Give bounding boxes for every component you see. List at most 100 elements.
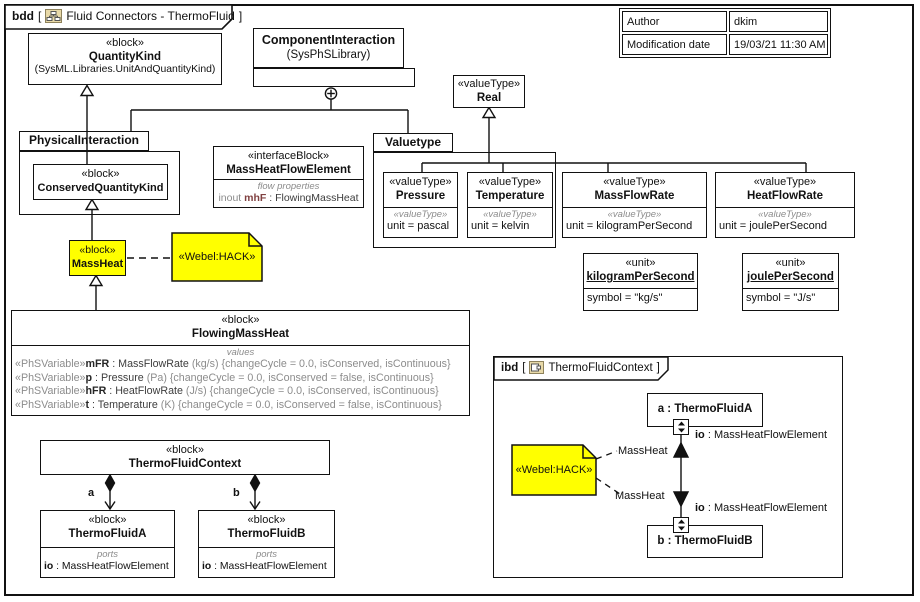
port-label-a: io : MassHeatFlowElement — [695, 429, 827, 441]
generalization-valuetypes-real[interactable] — [421, 106, 807, 173]
composition-context-a[interactable] — [104, 473, 116, 511]
block-quantitykind[interactable]: «block» QuantityKind (SysML.Libraries.Un… — [28, 33, 222, 85]
note-anchor-flow-top[interactable] — [595, 450, 618, 460]
port-type: : MassHeatFlowElement — [704, 429, 828, 441]
var-name: p — [85, 371, 93, 384]
flow-type: : FlowingMassHeat — [266, 192, 359, 204]
moddate-label-cell[interactable]: Modification date — [622, 34, 727, 55]
flow-name: mhF — [244, 192, 267, 204]
block-name: HeatFlowRate — [746, 190, 824, 202]
block-thermofluidcontext[interactable]: «block» ThermoFluidContext — [40, 440, 330, 475]
block-name: Pressure — [395, 190, 446, 202]
block-name: ConservedQuantityKind — [37, 182, 164, 194]
stereotype: «unit» — [625, 257, 656, 269]
package-componentinteraction-title[interactable]: ComponentInteraction (SysPhSLibrary) — [253, 28, 404, 68]
note-anchor-flow-bottom[interactable] — [595, 477, 621, 495]
block-thermofluidb[interactable]: «block» ThermoFluidB ports io : MassHeat… — [198, 510, 335, 578]
port-name: io — [695, 502, 705, 514]
generalization-flowingmassheat-massheat[interactable] — [88, 274, 104, 311]
compartment-label: ports — [255, 549, 278, 560]
phs-variable: «PhSVariable»hFR : HeatFlowRate (J/s) {c… — [15, 385, 466, 399]
var-type: : MassFlowRate — [109, 358, 192, 370]
block-name: ThermoFluidContext — [128, 458, 242, 470]
inout-arrows-icon — [677, 421, 685, 433]
block-conservedquantitykind[interactable]: «block» ConservedQuantityKind — [33, 164, 168, 200]
generalization-massheat-conservedquantitykind[interactable] — [84, 198, 100, 241]
valuetype-pressure[interactable]: «valueType» Pressure «valueType» unit = … — [383, 172, 458, 238]
part-a-thermofluida[interactable]: a : ThermoFluidA — [647, 393, 763, 427]
note-shape-bdd[interactable] — [171, 232, 263, 282]
diagram-title: ThermoFluidContext — [548, 361, 653, 374]
stereotype: «block» — [106, 37, 144, 49]
composition-context-b[interactable] — [249, 473, 261, 511]
var-type: : HeatFlowRate — [106, 385, 186, 397]
var-stereotype: «PhSVariable» — [15, 398, 86, 411]
package-componentinteraction-body[interactable] — [253, 68, 415, 87]
port-type: : MassHeatFlowElement — [53, 561, 169, 572]
note-webel-hack-ibd[interactable]: «Webel:HACK» — [512, 445, 596, 495]
port-entry: io : MassHeatFlowElement — [202, 560, 331, 573]
var-type: : Pressure — [92, 371, 147, 384]
part-b-thermofluidb[interactable]: b : ThermoFluidB — [647, 525, 763, 558]
containment-componentinteraction[interactable] — [130, 87, 409, 133]
stereotype: «block» — [166, 444, 204, 456]
stereotype: «interfaceBlock» — [247, 150, 330, 162]
item-flow-label-bottom: MassHeat — [615, 490, 665, 502]
block-flowingmassheat[interactable]: «block» FlowingMassHeat values «PhSVaria… — [11, 310, 470, 416]
block-name: ThermoFluidB — [227, 528, 306, 540]
bracket-open: [ — [38, 8, 42, 23]
role-label-a: a — [88, 487, 95, 499]
block-name: MassHeat — [71, 258, 124, 270]
unit-value: unit = kelvin — [471, 220, 530, 232]
valuetype-heatflowrate[interactable]: «valueType» HeatFlowRate «valueType» uni… — [715, 172, 855, 238]
moddate-value-cell[interactable]: 19/03/21 11:30 AM — [729, 34, 828, 55]
compartment-stereotype: «valueType» — [607, 209, 662, 220]
note-shape-ibd[interactable] — [511, 444, 597, 496]
part-label: b : ThermoFluidB — [657, 535, 753, 547]
compartment-stereotype: «valueType» — [483, 209, 537, 220]
unit-value: unit = pascal — [387, 220, 450, 232]
generalization-conservedquantitykind-quantitykind[interactable] — [79, 84, 95, 165]
ibd-connector-massheat[interactable] — [672, 435, 690, 517]
bdd-diagram-icon — [45, 8, 63, 23]
port-io-a[interactable] — [673, 419, 689, 435]
compartment-label: values — [226, 347, 255, 358]
ibd-diagram-icon — [529, 361, 545, 374]
unit-joulepersecond[interactable]: «unit» joulePerSecond symbol = "J/s" — [742, 253, 839, 311]
author-label-cell[interactable]: Author — [622, 11, 727, 32]
interfaceblock-massheatflowelement[interactable]: «interfaceBlock» MassHeatFlowElement flo… — [213, 146, 364, 208]
stereotype: «valueType» — [603, 176, 666, 188]
block-name: MassHeatFlowElement — [226, 164, 351, 176]
block-thermofluida[interactable]: «block» ThermoFluidA ports io : MassHeat… — [40, 510, 175, 578]
var-tags: (Pa) {changeCycle = 0.0, isConserved = f… — [146, 371, 434, 384]
flow-direction: inout — [218, 192, 242, 204]
table-row: Author dkim — [622, 11, 828, 32]
package-library: (SysPhSLibrary) — [286, 49, 371, 61]
item-flow-label-top: MassHeat — [618, 445, 668, 457]
port-io-b[interactable] — [673, 517, 689, 533]
port-type: : MassHeatFlowElement — [704, 502, 828, 514]
stereotype: «block» — [247, 514, 286, 526]
package-name: ComponentInteraction — [261, 33, 396, 47]
diagram-kind: ibd — [501, 361, 519, 374]
unit-kilogrampersecond[interactable]: «unit» kilogramPerSecond symbol = "kg/s" — [583, 253, 698, 311]
symbol-value: symbol = "kg/s" — [587, 292, 663, 304]
symbol-value: symbol = "J/s" — [746, 292, 816, 304]
block-massheat[interactable]: «block» MassHeat — [69, 240, 126, 276]
stereotype: «block» — [79, 244, 116, 256]
port-name: io — [44, 561, 54, 572]
stereotype: «unit» — [775, 257, 806, 269]
package-valuetype-tab[interactable]: Valuetype — [373, 133, 453, 152]
note-webel-hack-bdd[interactable]: «Webel:HACK» — [172, 233, 262, 281]
phs-variable: «PhSVariable»p : Pressure (Pa) {changeCy… — [15, 372, 466, 386]
package-physicalinteraction-tab[interactable]: PhysicalInteraction — [19, 131, 149, 151]
compartment-stereotype: «valueType» — [758, 209, 812, 220]
valuetype-temperature[interactable]: «valueType» Temperature «valueType» unit… — [467, 172, 553, 238]
valuetype-real[interactable]: «valueType» Real — [453, 75, 525, 108]
author-value-cell[interactable]: dkim — [729, 11, 828, 32]
var-type: : Temperature — [89, 398, 161, 411]
author-table[interactable]: Author dkim Modification date 19/03/21 1… — [619, 8, 831, 58]
phs-variable: «PhSVariable»t : Temperature (K) {change… — [15, 399, 466, 413]
stereotype: «valueType» — [478, 176, 542, 188]
valuetype-massflowrate[interactable]: «valueType» MassFlowRate «valueType» uni… — [562, 172, 707, 238]
